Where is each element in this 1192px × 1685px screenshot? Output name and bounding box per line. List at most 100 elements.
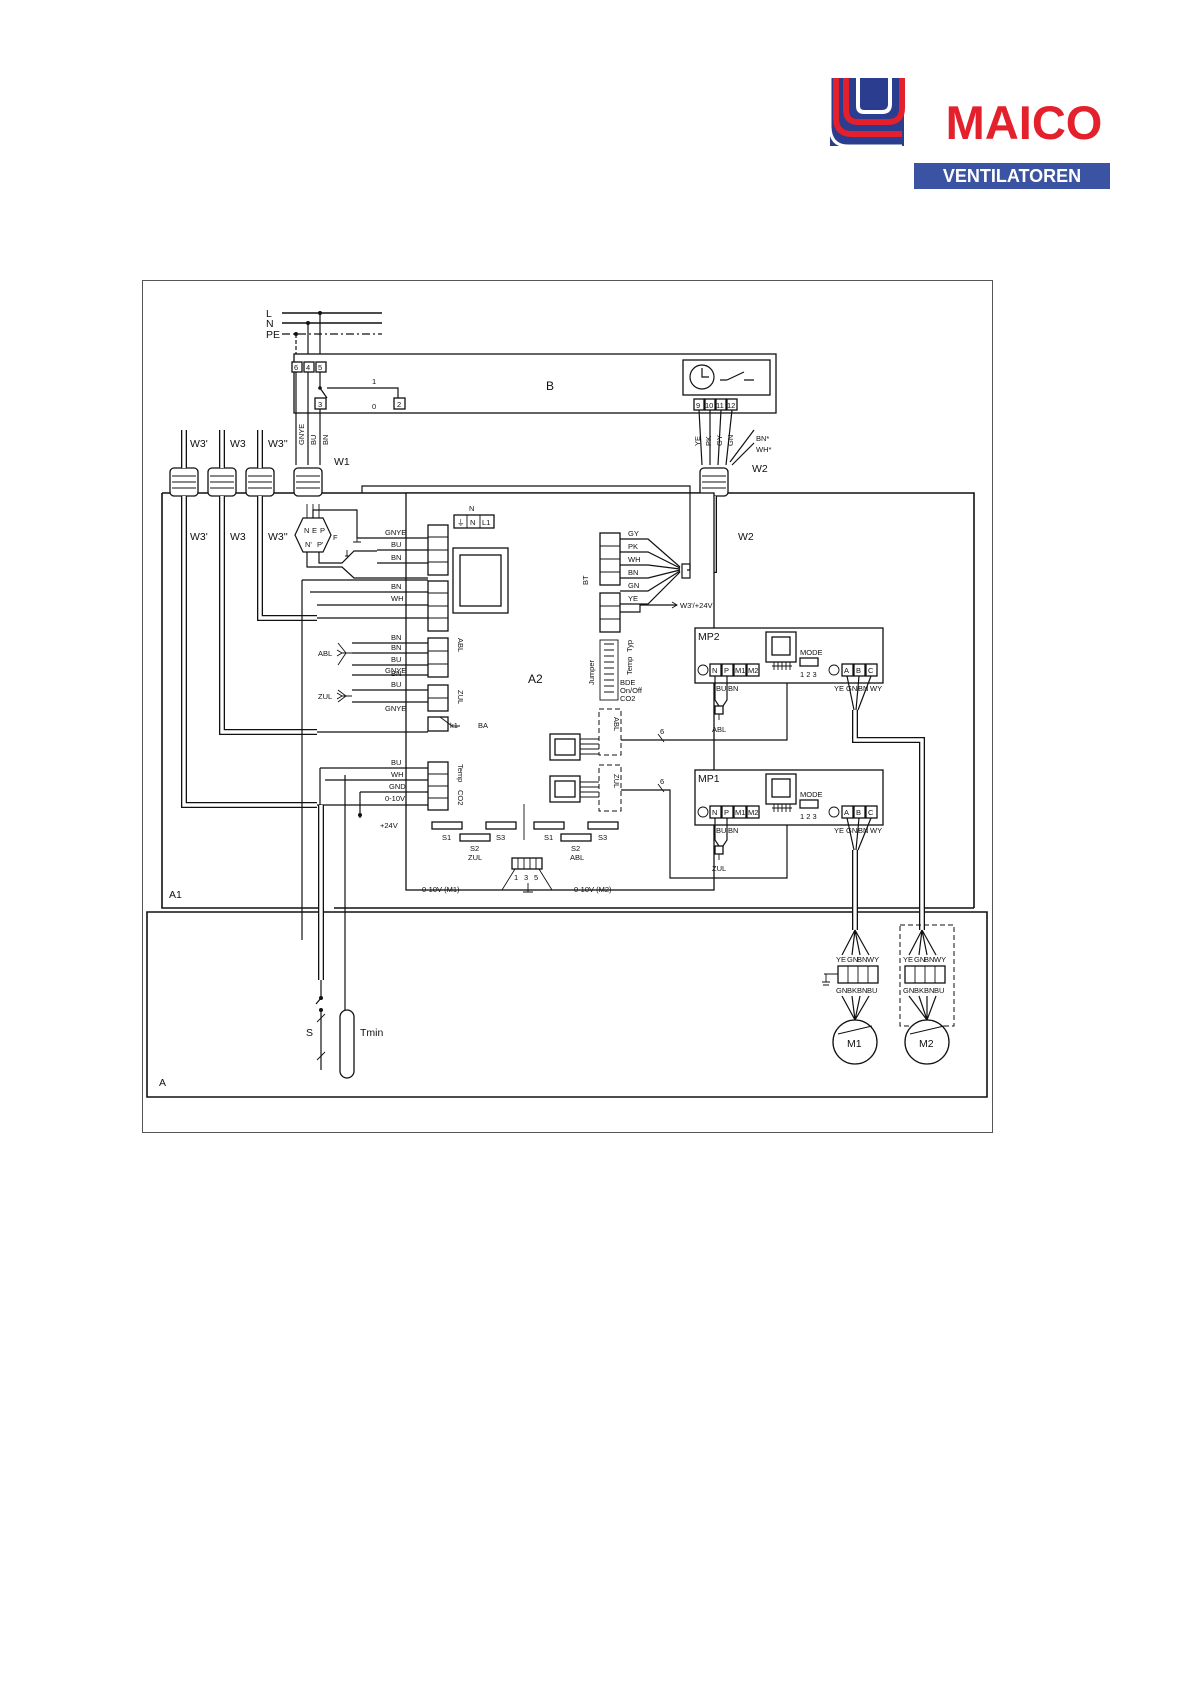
mp1-wire-wy: WY [870,826,882,835]
mp2-term-a: A [844,666,849,675]
gland-w3 [207,467,237,497]
w3-24v-label: W3'/+24V [680,601,713,610]
m2-label: M2 [919,1038,934,1050]
zul-side-label: ZUL [456,690,465,704]
m1-top-wy: WY [867,955,879,964]
logo-wordmark: MAICO [946,96,1103,149]
wire-label-bn-4: BN [391,669,401,678]
wire-label-bu-3: BU [391,655,401,664]
board-buttons: S1 S3 S1 S3 S2 S2 ZUL ABL [431,821,619,862]
wire-label-bu-4: BU [391,758,401,767]
m2-bot-gn: GN [903,986,914,995]
terminal-6: 6 [294,363,298,372]
abl-side-label: ABL [456,638,465,652]
mp1-term-n: N [712,808,717,817]
cable-label-w3p-top: W3' [190,438,208,450]
wire-label-wh-r: WH [628,555,641,564]
m1-bot-gn: GN [836,986,847,995]
mp2-wire-bn2: BN [858,684,868,693]
m1-top-bn: BN [857,955,867,964]
cable-label-w3-top: W3 [230,438,246,450]
cable-label-w3pp-top: W3'' [268,438,288,450]
w2-color-gn: GN [726,435,735,446]
w1-color-bu: BU [309,435,318,445]
jumper-onoff: On/Off [620,686,643,695]
mp1-label: MP1 [698,773,720,785]
wire-label-bu-1: BU [391,540,401,549]
jumper-temp: Temp [625,657,634,675]
mp1-wire-bn2: BN [858,826,868,835]
rj-abl-label: ABL [612,717,621,731]
wire-label-wh-2: WH [391,770,404,779]
wire-label-0-10v: 0-10V [385,794,405,803]
jumper-label: Jumper [587,659,596,685]
jumper-bde: BDE [620,678,635,687]
gland-w3p [245,467,275,497]
plus24-label: +24V [380,821,398,830]
gland-w3pp [169,467,199,497]
terminal-3: 3 [318,400,322,409]
mp2-term-c: C [868,666,874,675]
gland-w2 [699,467,729,497]
n-term-l1: L1 [482,518,490,527]
wire-label-gnd: GND [389,782,406,791]
mp2-label: MP2 [698,631,720,643]
mp1-term-b: B [856,808,861,817]
filter-n: N [304,526,309,535]
m2-bot-bn: BN [924,986,934,995]
wire-label-gnye-2: GNYE [385,704,406,713]
wire-label-wh-1: WH [391,594,404,603]
pin-5: 5 [534,873,538,882]
w2-wires: YE PK GY GN BN* WH* [693,409,771,466]
mains-n-label: N [266,318,274,330]
mp1-term-c: C [868,808,874,817]
motor-m1: YE GN BN WY GN BK BN BU M1 [822,929,879,1065]
wire-label-bn-r: BN [628,568,638,577]
sensors: S Tmin [306,775,383,1079]
wire-label-gy: GY [628,529,639,538]
m2-top-ye: YE [903,955,913,964]
switch-pos-0: 0 [372,402,376,411]
mp1-term-m2: M2 [748,808,758,817]
mp1-term-p: P [724,808,729,817]
zone-a1-label: A1 [169,889,182,901]
m2-output-label: 0-10V (M2) [574,885,612,894]
button-s3-abl: S3 [598,833,607,842]
n-term-pe: ⏚ [457,518,465,527]
board-left-wire-labels: GNYE BU BN BN WH BN BN BU GNYE BN BU GNY… [318,528,406,830]
co2-side-label: CO2 [456,790,465,805]
mp2-term-b: B [856,666,861,675]
switch-box-label: B [546,379,554,393]
w2-color-pk: PK [704,436,713,446]
terminal-9: 9 [696,401,700,410]
k1-label: k1 [450,721,458,730]
mp1-wire-ye: YE [834,826,844,835]
mp1-term-a: A [844,808,849,817]
mp2-term-p: P [724,666,729,675]
w1-color-bn: BN [321,435,330,445]
bt-label: BT [581,575,590,585]
ba-label: BA [478,721,488,730]
board-label: A2 [528,672,543,686]
wire-label-gnye-1: GNYE [385,528,406,537]
wire-label-bn-2: BN [391,582,401,591]
mp2-term-n: N [712,666,717,675]
terminal-12: 12 [727,401,735,410]
mains-pe-label: PE [266,329,280,341]
motor-m2: YE GN BN WY GN BK BN BU M2 [899,924,955,1065]
jumper-co2: CO2 [620,694,635,703]
logo-band [914,163,1110,189]
n-header: N [469,504,474,513]
wire-label-bn-5: BN [391,643,401,652]
wire-label-pk: PK [628,542,638,551]
temp-side-label: Temp [456,764,465,782]
jumper-typ: Typ [625,640,634,652]
w1-wires: GNYE BU BN [295,372,330,465]
module-mp1: MP1 MODE 1 2 3 N P M1 M2 A B C BU BN YE … [694,769,884,873]
terminal-10: 10 [705,401,713,410]
wire-label-gn-r: GN [628,581,639,590]
zul-arrow-label: ZUL [318,692,332,701]
mains-l-label: L [266,308,272,320]
cable-label-w2-top: W2 [752,463,768,475]
mp1-wire-gn: GN [846,826,857,835]
